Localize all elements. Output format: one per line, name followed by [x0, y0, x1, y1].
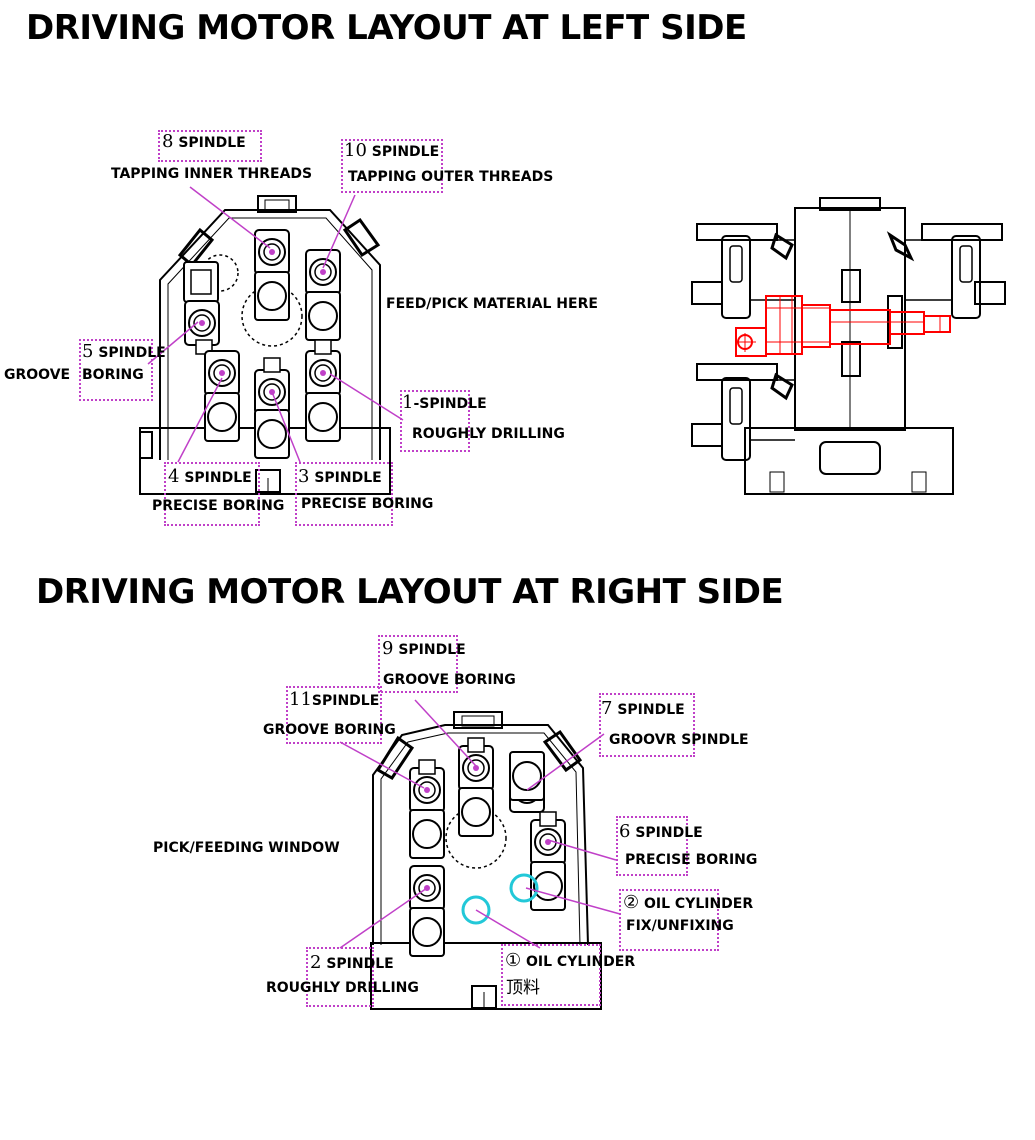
- label-spindle-5: 5 SPINDLE: [82, 341, 166, 362]
- label-box-oil-cylinder-2: [619, 889, 719, 951]
- bottom-title: DRIVING MOTOR LAYOUT AT RIGHT SIDE: [36, 572, 784, 612]
- side-view: [691, 197, 1006, 495]
- label-spindle-7: 7 SPINDLE: [601, 698, 685, 719]
- label-spindle-1: 1-SPINDLE: [402, 392, 487, 413]
- label-box-spindle-5: [79, 339, 153, 401]
- label-box-spindle-10: [341, 139, 443, 193]
- bottom-housing: [370, 711, 602, 1010]
- side-view-motor: [735, 295, 951, 357]
- label-spindle-9-desc: GROOVE BORING: [383, 672, 516, 688]
- label-oil-cylinder-1: ① OIL CYLINDER: [505, 950, 636, 971]
- label-box-spindle-3: [295, 462, 393, 526]
- label-spindle-11-desc: GROOVE BORING: [263, 722, 396, 738]
- label-spindle-11: 11SPINDLE: [289, 689, 380, 710]
- oil-cylinders: [461, 873, 539, 925]
- label-spindle-3: 3 SPINDLE: [298, 466, 382, 487]
- label-feed-pick: FEED/PICK MATERIAL HERE: [386, 296, 598, 312]
- label-box-spindle-4: [164, 462, 260, 526]
- label-box-spindle-11: [286, 686, 382, 744]
- label-box-spindle-8: [158, 130, 262, 162]
- top-spindles: [183, 229, 341, 459]
- label-pick-feeding-window: PICK/FEEDING WINDOW: [153, 840, 340, 856]
- label-spindle-5-desc-a: GROOVE: [4, 367, 71, 383]
- label-box-spindle-1: [400, 390, 470, 452]
- label-box-spindle-6: [616, 816, 688, 876]
- label-spindle-4-desc: PRECISE BORING: [152, 498, 285, 514]
- label-box-spindle-2: [306, 947, 374, 1007]
- bottom-spindles: [409, 737, 566, 957]
- label-spindle-1-desc: ROUGHLY DRILLING: [412, 426, 565, 442]
- label-spindle-7-desc: GROOVR SPINDLE: [609, 732, 749, 748]
- label-spindle-6-desc: PRECISE BORING: [625, 852, 758, 868]
- label-oil-cylinder-1-desc: 顶料: [506, 978, 540, 998]
- label-box-oil-cylinder-1: [501, 944, 601, 1006]
- label-spindle-10-desc: TAPPING OUTER THREADS: [348, 169, 554, 185]
- label-spindle-8: 8 SPINDLE: [162, 131, 246, 152]
- label-spindle-2: 2 SPINDLE: [310, 952, 394, 973]
- label-spindle-6: 6 SPINDLE: [619, 821, 703, 842]
- label-spindle-10: 10 SPINDLE: [344, 140, 440, 161]
- label-oil-cylinder-2-desc: FIX/UNFIXING: [626, 918, 734, 934]
- label-spindle-5-desc-b: BORING: [82, 367, 144, 383]
- label-oil-cylinder-2: ② OIL CYLINDER: [623, 892, 754, 913]
- leader-lines: [147, 186, 621, 949]
- label-box-spindle-7: [599, 693, 695, 757]
- label-spindle-4: 4 SPINDLE: [168, 466, 252, 487]
- label-spindle-2-desc: ROUGHLY DRILLING: [266, 980, 419, 996]
- top-title: DRIVING MOTOR LAYOUT AT LEFT SIDE: [26, 8, 747, 48]
- label-box-spindle-9: [378, 635, 458, 693]
- label-spindle-8-desc: TAPPING INNER THREADS: [111, 166, 313, 182]
- label-spindle-3-desc: PRECISE BORING: [301, 496, 434, 512]
- label-spindle-9: 9 SPINDLE: [382, 638, 466, 659]
